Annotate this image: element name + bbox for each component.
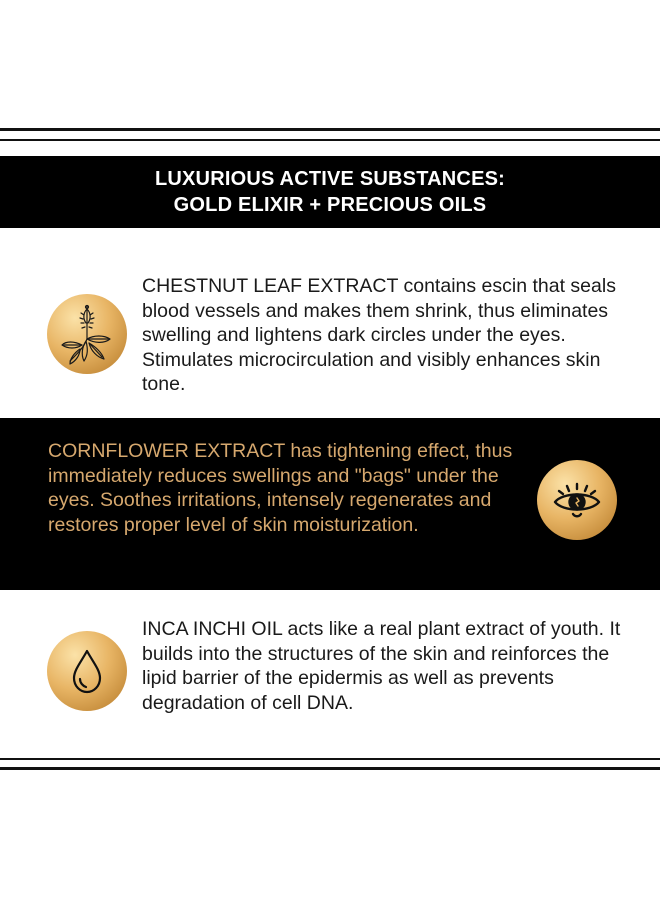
inca-inchi-badge: [47, 631, 127, 711]
inca-inchi-description: INCA INCHI OIL acts like a real plant ex…: [142, 618, 621, 714]
oil-drop-icon: [72, 649, 102, 694]
chestnut-section: CHESTNUT LEAF EXTRACT contains escin tha…: [0, 228, 660, 418]
bottom-rule-outer: [0, 767, 660, 770]
chestnut-leaf-icon: [61, 304, 111, 365]
top-rule-outer: [0, 128, 660, 131]
cornflower-description: CORNFLOWER EXTRACT has tightening effect…: [48, 440, 513, 536]
cornflower-section: CORNFLOWER EXTRACT has tightening effect…: [0, 418, 660, 590]
chestnut-badge: [47, 294, 127, 374]
header-title-line1: LUXURIOUS ACTIVE SUBSTANCES:: [154, 168, 506, 190]
header-title-line2: GOLD ELIXIR + PRECIOUS OILS: [173, 194, 487, 216]
chestnut-description: CHESTNUT LEAF EXTRACT contains escin tha…: [142, 275, 616, 395]
top-rule-inner: [0, 139, 660, 141]
eye-icon: [553, 482, 601, 518]
cornflower-badge: [537, 460, 617, 540]
inca-inchi-section: INCA INCHI OIL acts like a real plant ex…: [0, 590, 660, 758]
bottom-rule-inner: [0, 758, 660, 760]
header-banner: LUXURIOUS ACTIVE SUBSTANCES: GOLD ELIXIR…: [0, 156, 660, 228]
